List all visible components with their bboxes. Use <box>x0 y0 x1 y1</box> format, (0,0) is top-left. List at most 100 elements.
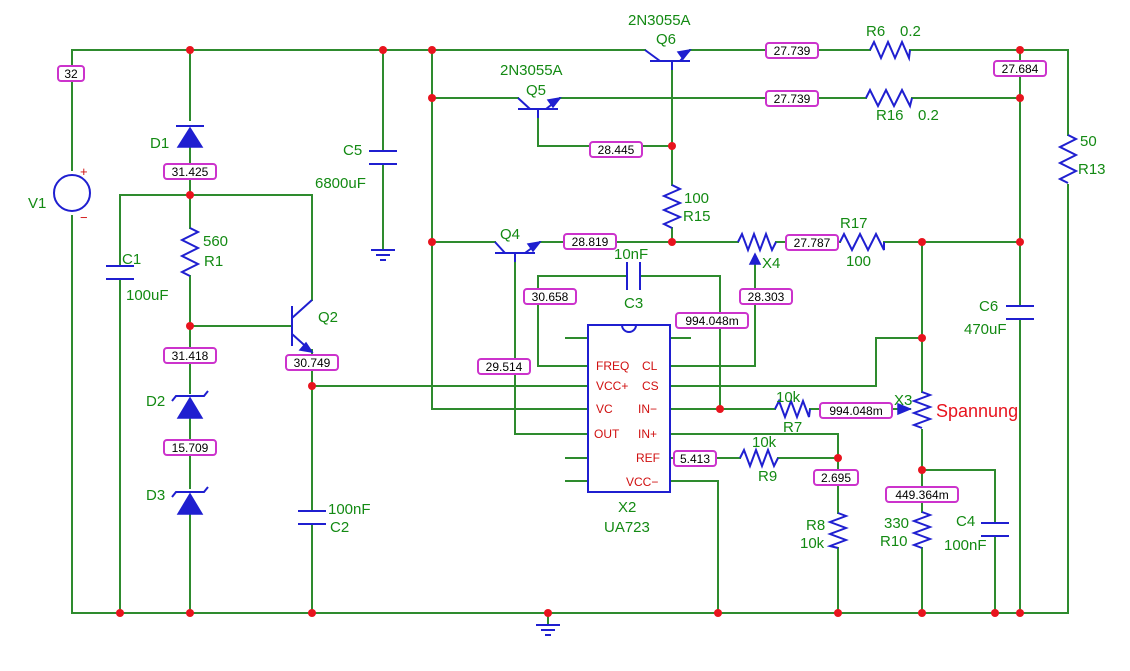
resistor-r1 <box>179 227 201 277</box>
label-d3: D3 <box>146 487 165 504</box>
resistor-r13 <box>1057 134 1079 184</box>
label-r6-value: 0.2 <box>900 23 921 40</box>
resistor-r17 <box>839 231 885 253</box>
ic-pin-vcc-plus: VCC+ <box>596 379 628 393</box>
svg-text:15.709: 15.709 <box>172 441 209 455</box>
svg-text:29.514: 29.514 <box>486 360 523 374</box>
potentiometer-x4-wiper <box>748 252 762 265</box>
label-r17-value: 100 <box>846 253 871 270</box>
svg-text:31.425: 31.425 <box>172 165 209 179</box>
voltage-probe-27739-mid: 27.739 <box>765 90 819 107</box>
label-r1: R1 <box>204 253 223 270</box>
junction-dots <box>116 46 1024 617</box>
resistor-r16 <box>865 87 913 109</box>
voltage-probe-32: 32 <box>57 65 85 82</box>
label-c6-value: 470uF <box>964 321 1007 338</box>
resistor-r8 <box>826 512 849 549</box>
svg-text:+: + <box>80 164 88 179</box>
label-r17: R17 <box>840 215 868 232</box>
label-c1: C1 <box>122 251 141 268</box>
label-c1-value: 100uF <box>126 287 169 304</box>
label-r8-value: 10k <box>800 535 825 552</box>
label-q4: Q4 <box>500 226 520 243</box>
label-q2: Q2 <box>318 309 338 326</box>
label-d1: D1 <box>150 135 169 152</box>
svg-text:449.364m: 449.364m <box>895 488 948 502</box>
svg-text:994.048m: 994.048m <box>829 404 882 418</box>
ic-pin-freq: FREQ <box>596 359 629 373</box>
ic-pin-vcc-minus: VCC− <box>626 475 658 489</box>
ic-x2-ua723: FREQ VCC+ VC OUT CL CS IN− IN+ REF VCC− <box>587 324 671 493</box>
label-c3: C3 <box>624 295 643 312</box>
resistor-r9 <box>739 447 779 469</box>
svg-text:−: − <box>80 210 88 225</box>
voltage-probe-31425: 31.425 <box>163 163 217 180</box>
capacitor-c5 <box>369 150 397 165</box>
capacitor-c3 <box>626 262 641 290</box>
label-v1: V1 <box>28 195 46 212</box>
resistor-r10 <box>911 511 933 549</box>
label-r7: R7 <box>783 419 802 436</box>
label-r13-value: 50 <box>1080 133 1097 150</box>
voltage-probe-28819: 28.819 <box>563 233 617 250</box>
label-r13: R13 <box>1078 161 1106 178</box>
zener-diode-d2 <box>171 390 209 419</box>
label-r10-value: 330 <box>884 515 909 532</box>
voltage-probe-449364m: 449.364m <box>885 486 959 503</box>
potentiometer-x3-wiper <box>897 402 912 416</box>
label-r1-value: 560 <box>203 233 228 250</box>
capacitor-c6 <box>1006 305 1034 320</box>
voltage-probe-5413: 5.413 <box>673 450 717 467</box>
label-r6: R6 <box>866 23 885 40</box>
voltage-probe-2695: 2.695 <box>813 469 859 486</box>
svg-text:28.819: 28.819 <box>572 235 609 249</box>
diode-d1 <box>176 125 204 148</box>
transistor-q5 <box>517 96 562 118</box>
ic-pin-ref: REF <box>636 451 660 465</box>
svg-text:30.658: 30.658 <box>532 290 569 304</box>
label-c4-value: 100nF <box>944 537 987 554</box>
label-c5-value: 6800uF <box>315 175 366 192</box>
ic-pin-in-minus: IN− <box>638 402 657 416</box>
label-r10: R10 <box>880 533 908 550</box>
voltage-probe-27684: 27.684 <box>993 60 1047 77</box>
voltage-probe-29514: 29.514 <box>477 358 531 375</box>
ground-symbol-main <box>536 624 560 636</box>
voltage-probe-30658: 30.658 <box>523 288 577 305</box>
transistor-q2 <box>291 299 314 354</box>
zener-diode-d3 <box>171 486 209 515</box>
ic-pin-in-plus: IN+ <box>638 427 657 441</box>
voltage-probe-994048m-r7: 994.048m <box>819 402 893 419</box>
ic-pin-cs: CS <box>642 379 659 393</box>
capacitor-c1 <box>106 265 134 280</box>
svg-text:31.418: 31.418 <box>172 349 209 363</box>
label-q6-part: 2N3055A <box>628 12 691 29</box>
svg-text:27.739: 27.739 <box>774 44 811 58</box>
svg-text:27.739: 27.739 <box>774 92 811 106</box>
svg-text:28.303: 28.303 <box>748 290 785 304</box>
label-r15: R15 <box>683 208 711 225</box>
label-q5-part: 2N3055A <box>500 62 563 79</box>
svg-text:2.695: 2.695 <box>821 471 851 485</box>
label-c6: C6 <box>979 298 998 315</box>
label-d2: D2 <box>146 393 165 410</box>
resistor-r15 <box>661 184 683 229</box>
voltage-probe-27787: 27.787 <box>785 234 839 251</box>
label-spannung: Spannung <box>936 401 1018 421</box>
label-q5: Q5 <box>526 82 546 99</box>
label-c5: C5 <box>343 142 362 159</box>
voltage-probe-28303: 28.303 <box>739 288 793 305</box>
svg-text:27.684: 27.684 <box>1002 62 1039 76</box>
potentiometer-x3 <box>911 391 933 429</box>
component-labels: V1 D1 D2 D3 C1 100uF 560 R1 C5 6800uF Q2… <box>28 12 1106 554</box>
ic-pin-out: OUT <box>594 427 620 441</box>
ground-symbol-c5 <box>371 249 395 261</box>
label-x3: X3 <box>894 392 912 409</box>
voltage-probe-30749: 30.749 <box>285 354 339 371</box>
svg-text:994.048m: 994.048m <box>685 314 738 328</box>
label-r15-value: 100 <box>684 190 709 207</box>
ic-pin-cl: CL <box>642 359 658 373</box>
label-x2: X2 <box>618 499 636 516</box>
label-c2-value: 100nF <box>328 501 371 518</box>
